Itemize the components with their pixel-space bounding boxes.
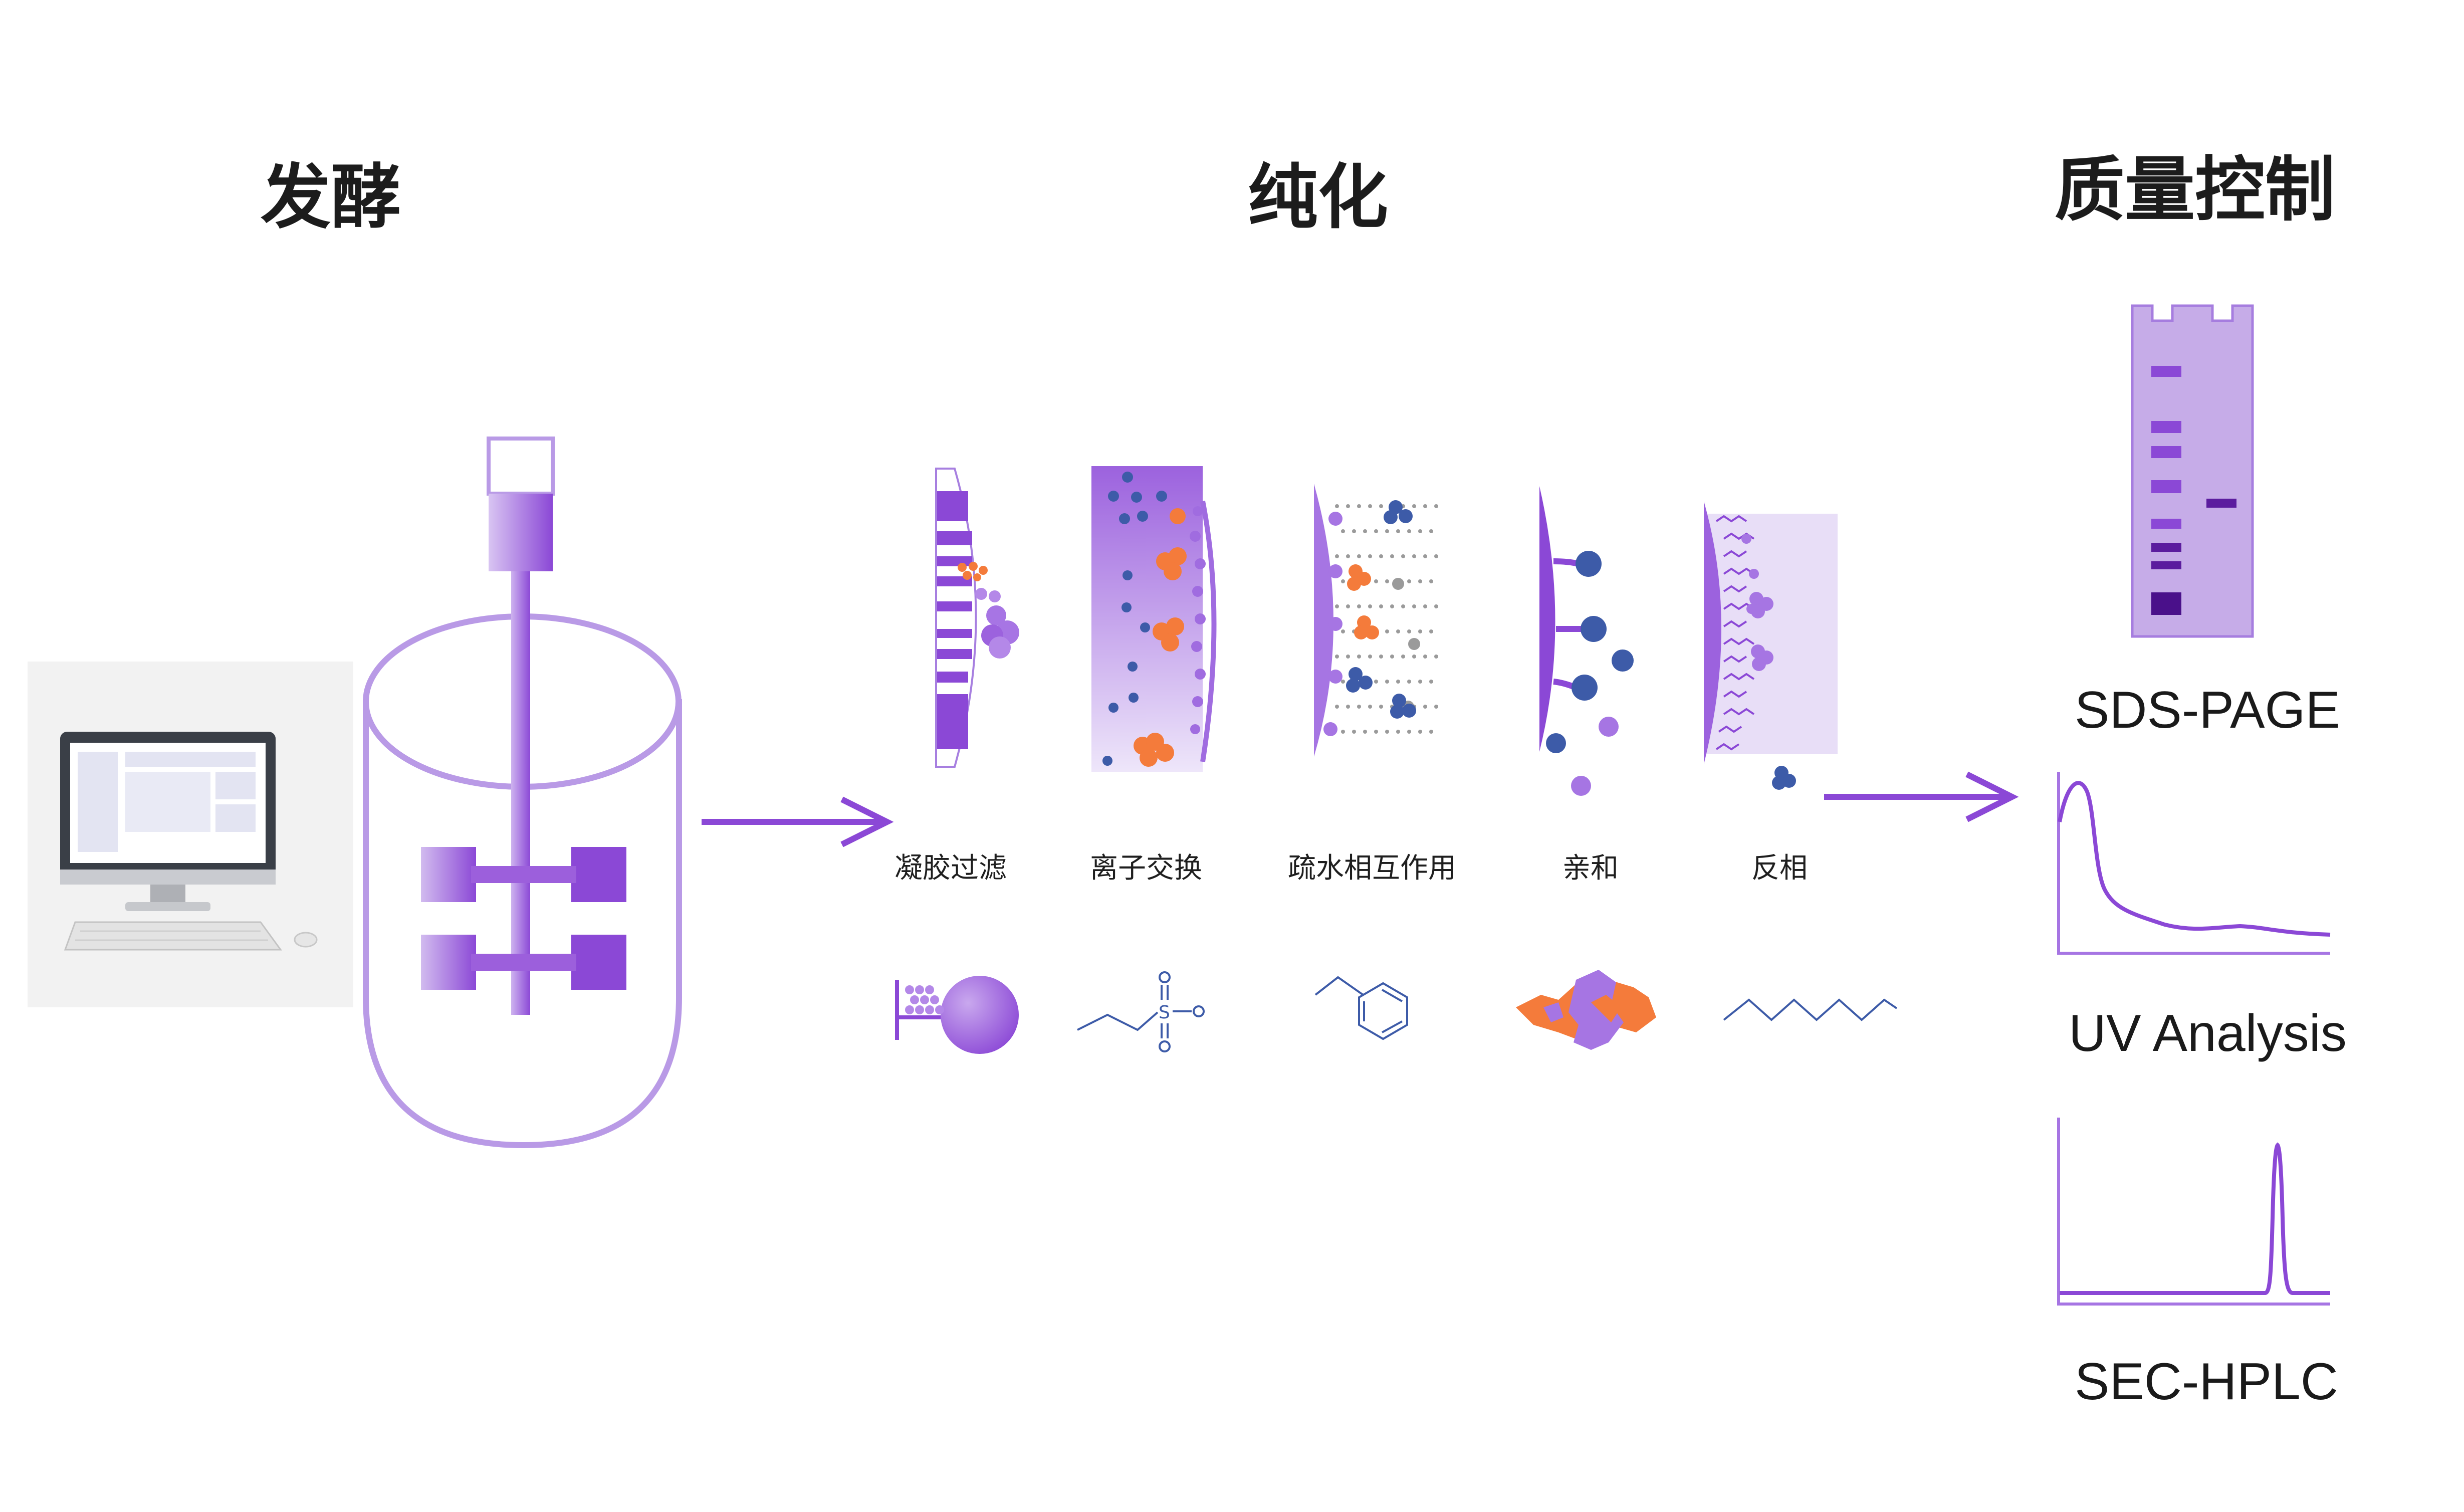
label-affinity: 亲和 <box>1562 852 1619 885</box>
hydrophobic-interaction-column-icon <box>1314 484 1438 757</box>
svg-text:S: S <box>1159 1002 1170 1023</box>
label-ion-exchange: 离子交换 <box>1090 852 1202 885</box>
heading-purification: 纯化 <box>1248 157 1389 239</box>
gel-filtration-column-icon <box>935 468 1019 768</box>
bioreactor-icon <box>363 437 682 1149</box>
affinity-ligand-icon <box>1516 970 1656 1050</box>
sec-hplc-plot-icon <box>2057 1118 2330 1306</box>
sulfonate-ligand-icon: S <box>1077 971 1205 1052</box>
reverse-phase-column-icon <box>1704 501 1838 790</box>
alkyl-chain-icon <box>1723 998 1898 1021</box>
label-sec-hplc: SEC-HPLC <box>2075 1353 2338 1411</box>
gel-bead-icon <box>895 976 1019 1054</box>
label-hydrophobic-interaction: 疏水相互作用 <box>1288 852 1456 885</box>
heading-quality-control: 质量控制 <box>2055 149 2336 231</box>
sds-page-gel-icon <box>2131 304 2254 638</box>
uv-analysis-plot-icon <box>2057 772 2331 955</box>
arrow-to-purification <box>702 796 894 847</box>
phenyl-ligand-icon <box>1314 976 1408 1040</box>
label-sds-page: SDS-PAGE <box>2075 681 2340 739</box>
label-reverse-phase: 反相 <box>1751 852 1808 885</box>
label-uv-analysis: UV Analysis <box>2069 1004 2347 1062</box>
ion-exchange-column-icon <box>1091 466 1217 772</box>
affinity-column-icon <box>1539 486 1634 796</box>
label-gel-filtration: 凝胶过滤 <box>894 852 1007 885</box>
heading-fermentation: 发酵 <box>261 157 401 239</box>
arrow-to-quality-control <box>1824 771 2019 822</box>
computer-icon <box>28 662 353 1007</box>
